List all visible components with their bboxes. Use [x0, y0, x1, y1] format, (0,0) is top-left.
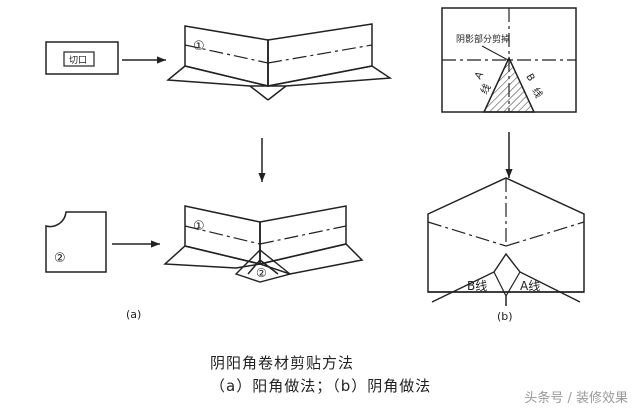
cut-label: 切口: [69, 55, 87, 66]
a-char: A: [473, 70, 486, 82]
marker-2-bottom: ②: [256, 266, 267, 280]
inner-corner-fold: [427, 177, 585, 306]
cut-sheet: [45, 41, 119, 75]
line-char-right: 线: [529, 85, 545, 100]
figure-title: 阴阳角卷材剪贴方法: [210, 354, 355, 372]
marker-1-top: ①: [193, 39, 205, 54]
b-line-label: B线: [467, 279, 487, 293]
inner-corner-sheet: [441, 7, 577, 113]
notched-sheet: [45, 211, 107, 273]
a-line-label: A线: [520, 279, 540, 293]
fold-shape-top: [166, 23, 393, 101]
dashline-top-left: [184, 44, 269, 64]
dashline-top-right: [267, 44, 373, 64]
b-char: B: [523, 72, 536, 84]
shaded-part-label: 阴影部分剪掉: [456, 33, 510, 45]
marker-1-bottom: ①: [193, 219, 205, 234]
hatched-triangle: [482, 56, 536, 113]
line-char-left: 线: [477, 81, 493, 96]
label-a: (a): [126, 308, 141, 321]
fold-shape-bottom: [163, 205, 364, 283]
label-b: (b): [497, 310, 513, 323]
dashline-bottom-right: [259, 225, 347, 245]
watermark: 头条号 / 装修效果: [524, 391, 628, 406]
dashline-bottom-left: [184, 225, 261, 245]
leader-line: [481, 45, 509, 61]
figure-subtitle: （a）阳角做法；（b）阴角做法: [210, 377, 432, 395]
marker-2-left: ②: [54, 251, 66, 266]
